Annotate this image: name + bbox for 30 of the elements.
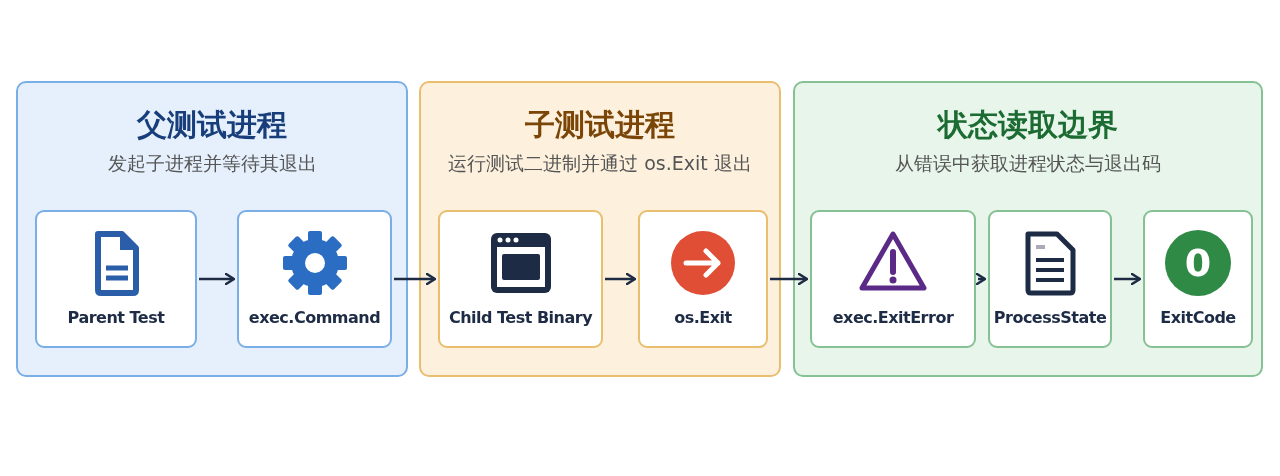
group-panel xyxy=(793,81,1263,377)
step-label: Child Test Binary xyxy=(447,308,594,327)
panel-title: 状态读取边界 xyxy=(935,106,1119,144)
step-card xyxy=(237,210,392,348)
step-label: exec.ExitError xyxy=(831,308,955,327)
step-card xyxy=(810,210,976,348)
panel-title: 子测试进程 xyxy=(524,106,676,144)
arrow xyxy=(770,272,809,286)
group-panel xyxy=(419,81,781,377)
step-label: Parent Test xyxy=(66,308,166,327)
panel-subtitle: 运行测试二进制并通过 os.Exit 退出 xyxy=(447,151,753,176)
step-label: ExitCode xyxy=(1159,308,1237,327)
step-card xyxy=(988,210,1112,348)
arrow xyxy=(394,272,437,286)
step-card xyxy=(35,210,197,348)
step-card xyxy=(1143,210,1253,348)
step-card xyxy=(638,210,768,348)
step-label: ProcessState xyxy=(992,308,1108,327)
step-label: exec.Command xyxy=(247,308,382,327)
arrow xyxy=(975,272,987,286)
group-panel xyxy=(16,81,408,377)
panel-subtitle: 发起子进程并等待其退出 xyxy=(106,151,318,176)
panel-title: 父测试进程 xyxy=(135,106,288,144)
panel-subtitle: 从错误中获取进程状态与退出码 xyxy=(894,151,1162,176)
step-label: os.Exit xyxy=(673,308,733,327)
arrow xyxy=(605,272,637,286)
zero-badge: 0 xyxy=(1165,230,1231,296)
arrow xyxy=(199,272,236,286)
step-card xyxy=(438,210,603,348)
arrow xyxy=(1114,272,1142,286)
